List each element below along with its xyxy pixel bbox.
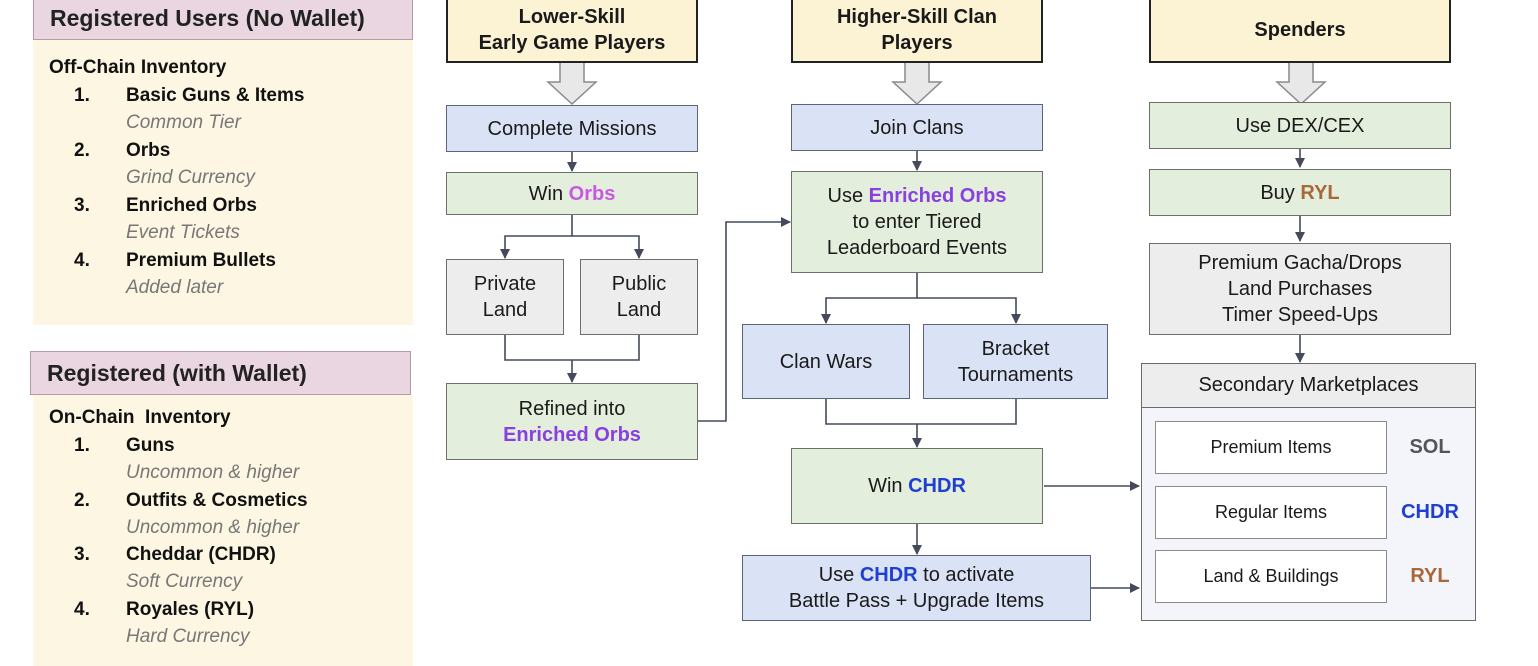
market-currency: SOL: [1409, 436, 1451, 458]
higher-skill-header: Higher-Skill Clan Players: [791, 0, 1043, 63]
win-orbs-line: Win Orbs: [529, 181, 616, 207]
on-chain-item-sub: Hard Currency: [126, 626, 250, 647]
market-item: Regular Items: [1155, 486, 1387, 539]
premium-line2: Land Purchases: [1227, 278, 1373, 300]
no-wallet-panel: [33, 38, 413, 325]
lower-skill-header: Lower-Skill Early Game Players: [446, 0, 698, 63]
battle-pass-box: Use CHDR to activate Battle Pass + Upgra…: [742, 555, 1091, 621]
use-dex-box: Use DEX/CEX: [1149, 102, 1451, 149]
off-chain-item-name: Enriched Orbs: [126, 195, 257, 216]
lower-skill-header-line1: Lower-Skill: [518, 5, 626, 28]
secondary-marketplaces: Secondary Marketplaces Premium Items SOL…: [1141, 363, 1476, 621]
win-chdr-keyword: CHDR: [908, 475, 966, 497]
tiered-events-enriched-orbs: Enriched Orbs: [868, 185, 1007, 207]
on-chain-item-sub: Soft Currency: [126, 571, 243, 592]
market-item: Land & Buildings: [1155, 550, 1387, 603]
premium-line1: Premium Gacha/Drops: [1198, 252, 1402, 274]
off-chain-item-number: 4.: [74, 250, 90, 271]
on-chain-item-name: Outfits & Cosmetics: [126, 490, 308, 511]
on-chain-item-number: 3.: [74, 544, 90, 565]
premium-line3: Timer Speed-Ups: [1222, 304, 1378, 326]
on-chain-item-name: Royales (RYL): [126, 599, 255, 620]
off-chain-item-sub: Added later: [126, 277, 224, 298]
win-chdr-box: Win CHDR: [791, 448, 1043, 524]
off-chain-item-sub: Event Tickets: [126, 222, 240, 243]
clan-wars-box: Clan Wars: [742, 324, 910, 399]
big-arrow-col2: [891, 61, 943, 106]
battle-pass-suffix: to activate: [917, 564, 1015, 586]
buy-ryl-keyword: RYL: [1300, 181, 1340, 204]
join-clans-label: Join Clans: [870, 116, 964, 139]
on-chain-item-number: 4.: [74, 599, 90, 620]
wallet-panel: [33, 395, 413, 666]
higher-skill-header-line2: Players: [881, 31, 953, 54]
public-land-box: Public Land: [580, 259, 698, 335]
private-land-box: Private Land: [446, 259, 564, 335]
private-land-line1: Private: [473, 273, 537, 295]
buy-ryl-line: Buy RYL: [1260, 180, 1339, 206]
battle-pass-line2: Battle Pass + Upgrade Items: [788, 590, 1045, 612]
public-land-line1: Public: [611, 273, 667, 295]
tiered-events-line1: Use Enriched Orbs: [828, 183, 1007, 209]
big-arrow-col3: [1275, 61, 1327, 106]
big-arrow-col1: [546, 61, 598, 106]
wallet-title: Registered (with Wallet): [30, 351, 411, 395]
tiered-events-box: Use Enriched Orbs to enter Tiered Leader…: [791, 171, 1043, 273]
use-dex-label: Use DEX/CEX: [1235, 114, 1365, 137]
battle-pass-chdr: CHDR: [859, 564, 918, 586]
premium-box: Premium Gacha/Drops Land Purchases Timer…: [1149, 243, 1451, 335]
refined-box: Refined into Enriched Orbs: [446, 383, 698, 460]
off-chain-item-sub: Common Tier: [126, 112, 241, 133]
off-chain-item-number: 1.: [74, 85, 90, 106]
no-wallet-title: Registered Users (No Wallet): [33, 0, 413, 40]
on-chain-item-number: 1.: [74, 435, 90, 456]
higher-skill-header-line1: Higher-Skill Clan: [836, 5, 998, 28]
on-chain-item-name: Guns: [126, 435, 175, 456]
buy-ryl-prefix: Buy: [1260, 181, 1301, 204]
off-chain-item-number: 2.: [74, 140, 90, 161]
battle-pass-line1: Use CHDR to activate: [819, 562, 1015, 588]
complete-missions-box: Complete Missions: [446, 105, 698, 152]
market-item: Premium Items: [1155, 421, 1387, 474]
lower-skill-header-line2: Early Game Players: [478, 31, 666, 54]
bracket-tournaments-box: Bracket Tournaments: [923, 324, 1108, 399]
on-chain-item-sub: Uncommon & higher: [126, 517, 300, 538]
join-clans-box: Join Clans: [791, 104, 1043, 151]
win-orbs-box: Win Orbs: [446, 172, 698, 215]
market-currency: CHDR: [1401, 501, 1459, 523]
buy-ryl-box: Buy RYL: [1149, 169, 1451, 216]
win-orbs-prefix: Win: [528, 182, 569, 205]
on-chain-item-number: 2.: [74, 490, 90, 511]
on-chain-inventory-title: On-Chain Inventory: [49, 407, 231, 428]
private-land-line2: Land: [482, 299, 528, 321]
win-chdr-prefix: Win: [868, 475, 909, 497]
complete-missions-label: Complete Missions: [487, 117, 657, 140]
battle-pass-prefix: Use: [818, 564, 860, 586]
tiered-events-line3: Leaderboard Events: [826, 237, 1008, 259]
spenders-header: Spenders: [1149, 0, 1451, 63]
bracket-tournaments-line1: Bracket: [981, 337, 1050, 360]
secondary-marketplaces-title: Secondary Marketplaces: [1142, 364, 1475, 408]
on-chain-item-sub: Uncommon & higher: [126, 462, 300, 483]
tiered-events-line2: to enter Tiered: [852, 211, 982, 233]
off-chain-item-name: Premium Bullets: [126, 250, 276, 271]
orbs-keyword: Orbs: [568, 182, 616, 205]
on-chain-item-name: Cheddar (CHDR): [126, 544, 276, 565]
off-chain-item-sub: Grind Currency: [126, 167, 255, 188]
win-chdr-line: Win CHDR: [868, 473, 966, 499]
off-chain-inventory-title: Off-Chain Inventory: [49, 57, 227, 78]
tiered-events-prefix: Use: [827, 185, 869, 207]
bracket-tournaments-line2: Tournaments: [957, 363, 1074, 386]
refined-enriched-orbs: Enriched Orbs: [503, 423, 641, 446]
public-land-line2: Land: [616, 299, 662, 321]
spenders-header-label: Spenders: [1254, 18, 1346, 41]
refined-line1: Refined into: [518, 397, 626, 420]
off-chain-item-name: Orbs: [126, 140, 171, 161]
off-chain-item-number: 3.: [74, 195, 90, 216]
clan-wars-label: Clan Wars: [779, 350, 873, 373]
off-chain-item-name: Basic Guns & Items: [126, 85, 305, 106]
market-currency: RYL: [1410, 565, 1450, 587]
